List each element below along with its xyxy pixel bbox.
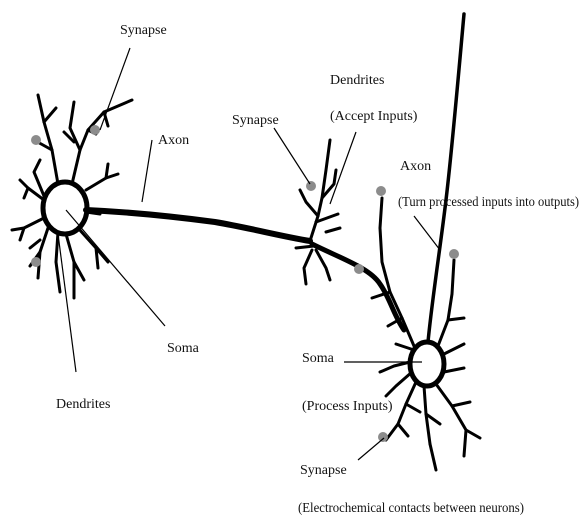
label-synapse-mid: Synapse <box>232 113 279 128</box>
label-axon-right-title: Axon <box>400 159 431 174</box>
label-axon-left: Axon <box>158 133 189 148</box>
label-axon-right-sub: (Turn processed inputs into outputs) <box>398 195 579 210</box>
left-synapse-dot-top <box>90 125 100 135</box>
middle-junction <box>296 140 404 330</box>
label-soma-right-title: Soma <box>302 351 335 366</box>
labels: Synapse Axon Soma Dendrites Synapse Dend… <box>56 23 579 516</box>
label-synapse-top: Synapse <box>120 23 167 38</box>
right-synapse-dot-upper-left <box>376 186 386 196</box>
right-output-axon <box>428 14 464 342</box>
left-synapse-dot-upper <box>31 135 41 145</box>
label-dendrites-left: Dendrites <box>56 397 110 412</box>
right-synapse-dot-lower-left <box>378 432 388 442</box>
mid-synapse-dot-top <box>306 181 316 191</box>
label-soma-left: Soma <box>167 341 200 356</box>
label-synapse-bottom-sub: (Electrochemical contacts between neuron… <box>298 501 524 516</box>
left-synapse-dot-lower <box>31 257 41 267</box>
label-soma-right-sub: (Process Inputs) <box>302 399 393 414</box>
mid-synapse-dot-right <box>354 264 364 274</box>
label-synapse-bottom-title: Synapse <box>300 463 347 478</box>
right-soma-body <box>410 342 444 386</box>
label-dendrites-right-title: Dendrites <box>330 73 384 88</box>
axon-main <box>86 210 310 241</box>
label-dendrites-right-sub: (Accept Inputs) <box>330 109 418 124</box>
left-dendrites <box>12 95 132 298</box>
right-synapse-dot-upper-right <box>449 249 459 259</box>
